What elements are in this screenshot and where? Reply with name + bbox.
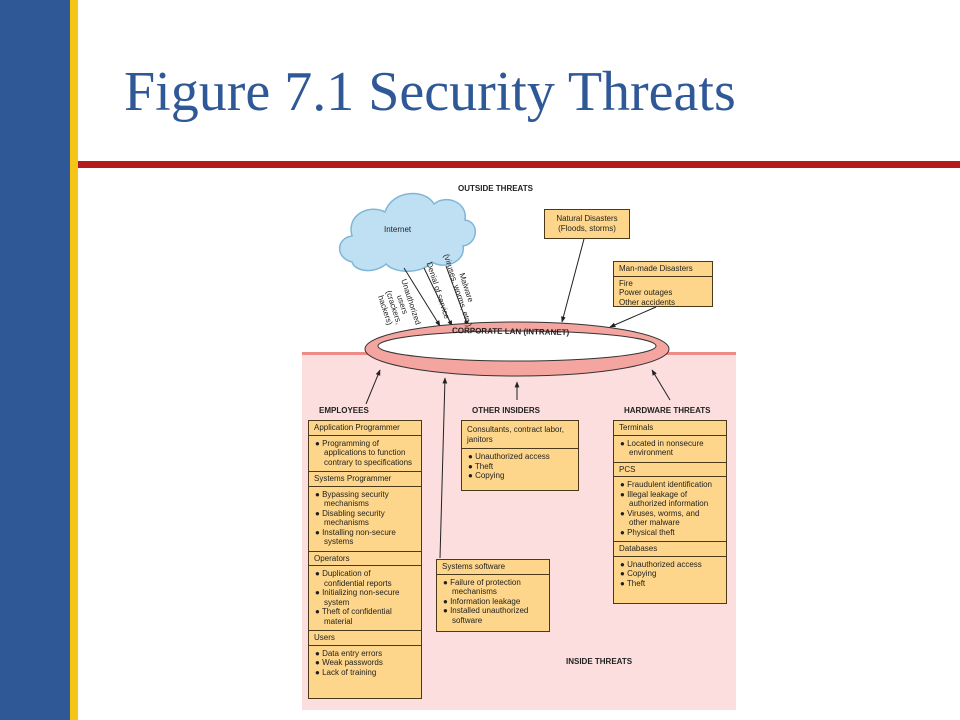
inside-threats-heading: INSIDE THREATS — [566, 657, 633, 666]
manmade-disasters-box: Man-made Disasters Fire Power outages Ot… — [613, 261, 713, 307]
other-insiders-title: janitors — [467, 434, 493, 444]
manmade-item: Fire — [619, 278, 633, 288]
natural-disasters-title: Natural Disasters — [556, 214, 618, 223]
arrow-systems-software — [439, 377, 448, 559]
databases-title: Databases — [614, 542, 726, 557]
systems-software-title: Systems software — [437, 560, 549, 575]
arrow-unauthorized-users — [403, 267, 441, 327]
manmade-disasters-title: Man-made Disasters — [614, 262, 712, 277]
internet-label: Internet — [384, 225, 412, 234]
hardware-threat-item: ● Unauthorized access — [620, 559, 702, 569]
natural-disasters-box: Natural Disasters (Floods, storms) — [544, 209, 630, 239]
employee-threat-item: ● Lack of training — [315, 667, 377, 677]
manmade-item: Other accidents — [619, 297, 676, 307]
systems-software-box: Systems software ● Failure of protection… — [436, 559, 550, 632]
other-insiders-box: Consultants, contract labor, janitors ● … — [461, 420, 579, 491]
app-programmer-title: Application Programmer — [309, 421, 421, 436]
hardware-threat-item: ● Physical theft — [620, 527, 675, 537]
systems-programmer-title: Systems Programmer — [309, 472, 421, 487]
manmade-item: Power outages — [619, 288, 673, 297]
users-title: Users — [309, 631, 421, 646]
insider-threat-item: ● Unauthorized access — [468, 452, 550, 461]
terminals-title: Terminals — [614, 421, 726, 436]
arrow-manmade-disasters — [609, 306, 657, 328]
arrow-malware — [445, 265, 469, 327]
pcs-title: PCS — [614, 463, 726, 477]
insider-threat-item: ● Copying — [468, 471, 505, 480]
arrow-denial-of-service — [423, 267, 453, 327]
hardware-threat-item: ● Fraudulent identification — [620, 480, 713, 489]
arrow-employees — [365, 369, 381, 405]
hardware-threat-item: ● Copying — [620, 569, 657, 578]
sidebar-gold-bar — [70, 0, 78, 720]
employees-heading: EMPLOYEES — [319, 406, 369, 415]
hardware-threat-item: ● Theft — [620, 578, 646, 588]
internet-cloud-icon — [338, 192, 476, 272]
outside-threats-heading: OUTSIDE THREATS — [458, 184, 533, 193]
software-threat-item: ● Information leakage — [443, 596, 521, 606]
natural-disasters-detail: (Floods, storms) — [558, 223, 616, 233]
arrow-natural-disasters — [561, 238, 585, 323]
employee-threat-item: ● Weak passwords — [315, 658, 383, 667]
operators-title: Operators — [309, 552, 421, 566]
employee-threat-item: ● Data entry errors — [315, 648, 383, 658]
corporate-lan-ring — [364, 321, 670, 377]
other-insiders-heading: OTHER INSIDERS — [472, 406, 541, 415]
other-insiders-title: Consultants, contract labor, — [467, 425, 564, 434]
sidebar-blue-bar — [0, 0, 70, 720]
title-rule — [78, 161, 960, 168]
slide-title: Figure 7.1 Security Threats — [124, 61, 736, 123]
insider-threat-item: ● Theft — [468, 461, 494, 471]
hardware-threats-heading: HARDWARE THREATS — [624, 406, 711, 415]
arrow-hardware-threats — [651, 369, 671, 401]
